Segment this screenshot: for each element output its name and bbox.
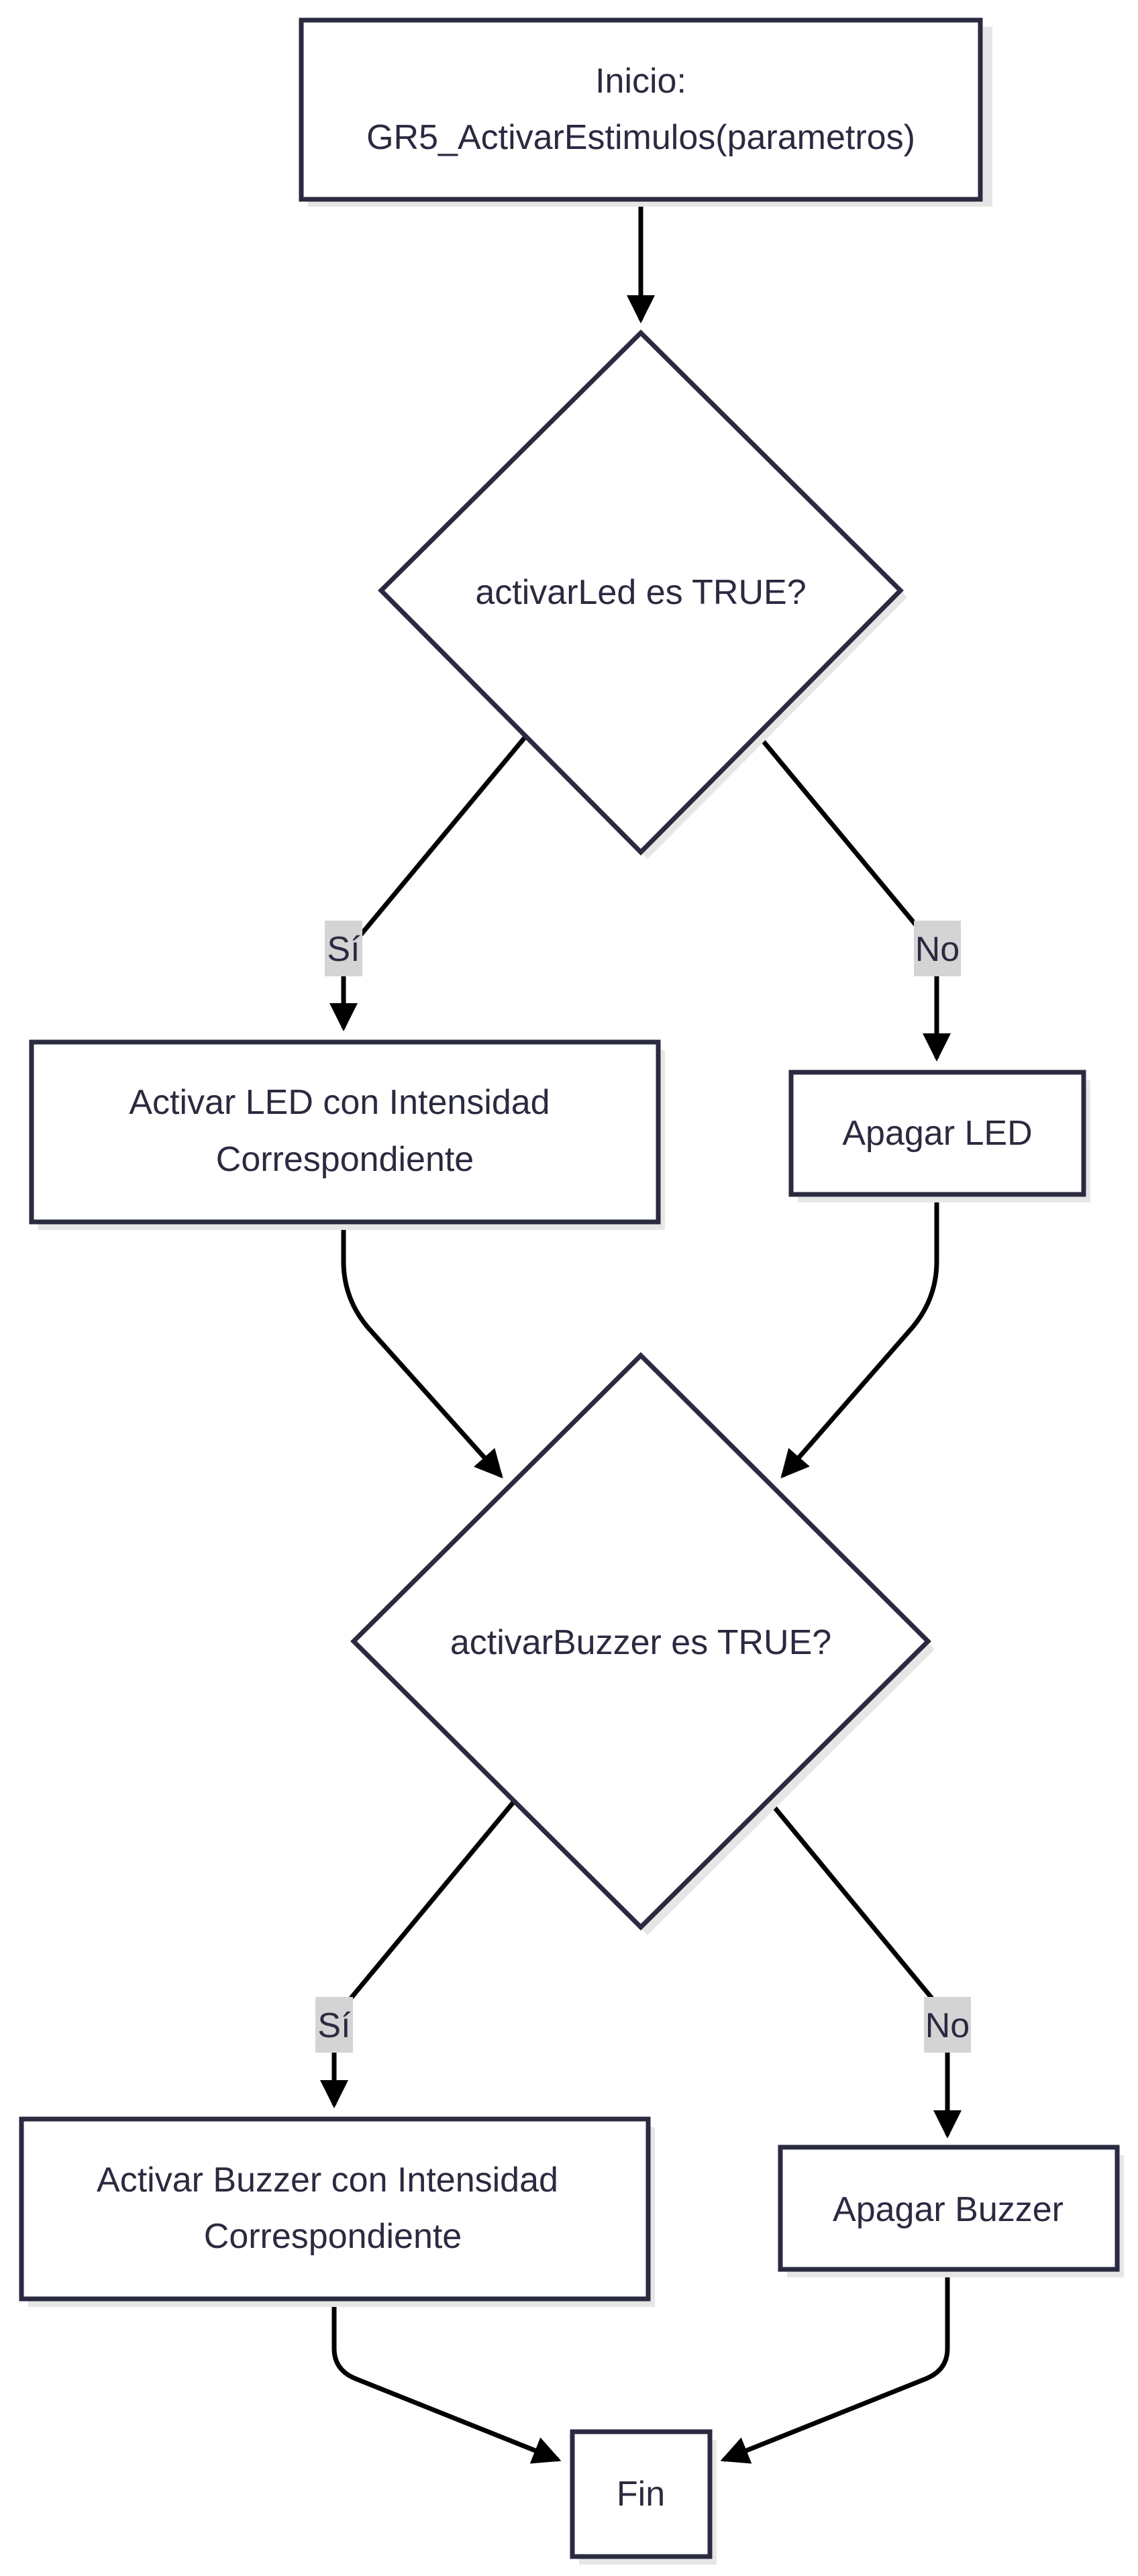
activate-buzzer-node: Activar Buzzer con Intensidad Correspond…	[19, 2116, 655, 2307]
turn-off-buzzer-node: Apagar Buzzer	[778, 2145, 1124, 2277]
activate-led-label-line2: Correspondiente	[216, 1140, 474, 1179]
edge-decision-led-no	[757, 734, 951, 1062]
edge-turn-off-buzzer-to-end	[720, 2267, 950, 2464]
edge-activate-buzzer-to-end	[331, 2296, 562, 2464]
edge-decision-buzzer-yes	[320, 1800, 516, 2108]
activate-buzzer-label-line1: Activar Buzzer con Intensidad	[97, 2161, 558, 2200]
decision-led-node: activarLed es TRUE?	[378, 329, 907, 859]
edge-label-led-no-text: No	[915, 930, 960, 969]
decision-buzzer-label: activarBuzzer es TRUE?	[450, 1623, 831, 1662]
decision-led-label: activarLed es TRUE?	[475, 573, 806, 612]
edge-decision-led-yes	[329, 734, 528, 1031]
start-node-label-line1: Inicio:	[595, 62, 686, 101]
edge-label-buzzer-no-text: No	[925, 2006, 970, 2045]
edge-decision-buzzer-no	[768, 1800, 962, 2139]
activate-led-node: Activar LED con Intensidad Correspondien…	[29, 1039, 665, 1230]
nodes: Inicio: GR5_ActivarEstimulos(parametros)…	[19, 17, 1124, 2565]
edge-activate-led-to-decision-buzzer	[341, 1220, 503, 1479]
edge-turn-off-led-to-decision-buzzer	[780, 1190, 939, 1479]
edge-label-led-yes: Sí	[325, 921, 362, 976]
edge-label-buzzer-yes: Sí	[315, 1997, 353, 2053]
edge-labels: Sí No Sí No	[315, 921, 971, 2053]
start-node: Inicio: GR5_ActivarEstimulos(parametros)	[299, 17, 992, 207]
activate-buzzer-label-line2: Correspondiente	[204, 2217, 462, 2256]
edge-label-led-no: No	[914, 921, 961, 976]
turn-off-led-label: Apagar LED	[842, 1114, 1032, 1153]
activate-led-label-line1: Activar LED con Intensidad	[129, 1083, 550, 1122]
start-node-label-line2: GR5_ActivarEstimulos(parametros)	[366, 118, 915, 157]
end-node-label: Fin	[617, 2475, 665, 2514]
edge-label-buzzer-no: No	[924, 1997, 971, 2053]
turn-off-buzzer-label: Apagar Buzzer	[833, 2190, 1064, 2229]
decision-buzzer-node: activarBuzzer es TRUE?	[350, 1352, 935, 1935]
turn-off-led-node: Apagar LED	[788, 1070, 1090, 1202]
end-node: Fin	[570, 2429, 717, 2565]
edge-label-led-yes-text: Sí	[327, 930, 360, 969]
edge-label-buzzer-yes-text: Sí	[317, 2006, 351, 2045]
